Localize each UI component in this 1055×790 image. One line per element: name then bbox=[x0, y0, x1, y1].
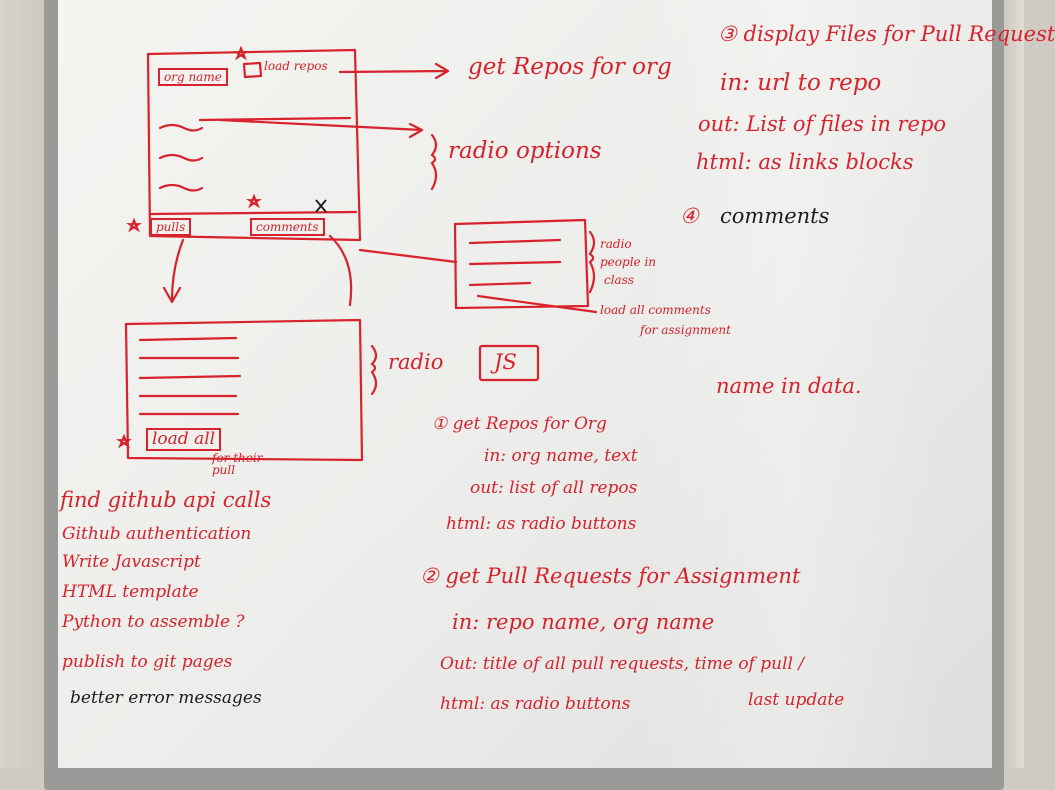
star-mark bbox=[126, 217, 142, 233]
lower-line bbox=[138, 336, 238, 342]
todo-item: find github api calls bbox=[60, 488, 272, 512]
spec3-in: in: url to repo bbox=[720, 70, 882, 96]
brace-radio-options bbox=[430, 133, 438, 191]
load-all-button: load all bbox=[146, 428, 222, 451]
comments-wireframe-box bbox=[453, 218, 590, 310]
radio-lower-label: radio bbox=[388, 350, 444, 374]
board-glare bbox=[640, 0, 940, 768]
spec2-in: in: repo name, org name bbox=[452, 610, 715, 634]
js-box-outline bbox=[478, 344, 540, 382]
top-wireframe-squiggle bbox=[158, 123, 204, 132]
load-repos-checkbox bbox=[242, 61, 263, 79]
brace-radio-people bbox=[588, 230, 596, 294]
spec2-html: html: as radio buttons bbox=[440, 694, 631, 714]
spec3-title: ③ display Files for Pull Request bbox=[718, 22, 1055, 46]
comments-line bbox=[468, 260, 562, 266]
connector-to-small-box bbox=[358, 248, 458, 264]
todo-item: Write Javascript bbox=[62, 552, 201, 572]
top-wireframe-squiggle bbox=[158, 153, 204, 162]
todo-item: HTML template bbox=[62, 582, 199, 602]
star-mark bbox=[233, 45, 249, 61]
brace-radio-lower bbox=[370, 344, 378, 396]
black-x-mark bbox=[315, 199, 327, 213]
arrow-to-radio-options bbox=[218, 118, 424, 139]
todo-item: Github authentication bbox=[62, 524, 252, 544]
marker-sketch bbox=[116, 45, 598, 462]
star-mark bbox=[246, 193, 262, 209]
arrow-to-get-repos bbox=[338, 62, 450, 80]
arrow-from-comments bbox=[328, 234, 353, 307]
spec2-out: Out: title of all pull requests, time of… bbox=[440, 654, 805, 674]
lower-wireframe-box bbox=[124, 318, 364, 462]
todo-item-black: better error messages bbox=[70, 688, 262, 708]
spec1-out: out: list of all repos bbox=[470, 478, 638, 498]
comments-line bbox=[468, 281, 532, 287]
org-name-box: org name bbox=[158, 68, 228, 86]
line-load-comments bbox=[476, 294, 598, 314]
spec2-out-cont: last update bbox=[748, 690, 845, 710]
get-repos-for-org-label: get Repos for org bbox=[468, 54, 672, 80]
spec3-html: html: as links blocks bbox=[696, 150, 914, 174]
comments-line bbox=[468, 238, 562, 245]
top-wireframe-squiggle bbox=[158, 183, 204, 192]
todo-item: publish to git pages bbox=[62, 652, 233, 672]
radio-options-label: radio options bbox=[448, 138, 602, 164]
pulls-button: pulls bbox=[150, 218, 192, 236]
radio-people-label-2: people in bbox=[600, 255, 657, 269]
top-wireframe-divider bbox=[148, 210, 358, 216]
spec2-title: ② get Pull Requests for Assignment bbox=[420, 564, 801, 588]
top-wireframe-box bbox=[146, 48, 362, 242]
comments-button: comments bbox=[250, 218, 325, 236]
spec3-out: out: List of files in repo bbox=[698, 112, 947, 136]
arrow-down bbox=[162, 238, 185, 304]
spec4-label: comments bbox=[720, 204, 830, 228]
lower-line bbox=[138, 374, 242, 380]
todo-item: Python to assemble ? bbox=[62, 612, 245, 632]
radio-people-label-3: class bbox=[604, 273, 635, 287]
whiteboard-surface bbox=[58, 0, 992, 768]
load-all-note: for their pull bbox=[212, 451, 263, 477]
load-comments-label-2: for assignment bbox=[640, 323, 731, 337]
star-mark bbox=[116, 433, 132, 449]
load-comments-label-1: load all comments bbox=[600, 303, 711, 317]
name-in-data-note: name in data. bbox=[716, 374, 862, 398]
spec1-html: html: as radio buttons bbox=[446, 514, 637, 534]
radio-people-label-1: radio bbox=[600, 237, 632, 251]
spec4-number: ④ bbox=[680, 204, 699, 228]
js-box-label: JS bbox=[494, 350, 517, 374]
spec1-in: in: org name, text bbox=[484, 446, 638, 466]
spec1-title: ① get Repos for Org bbox=[432, 414, 607, 434]
load-repos-label: load repos bbox=[264, 59, 328, 73]
